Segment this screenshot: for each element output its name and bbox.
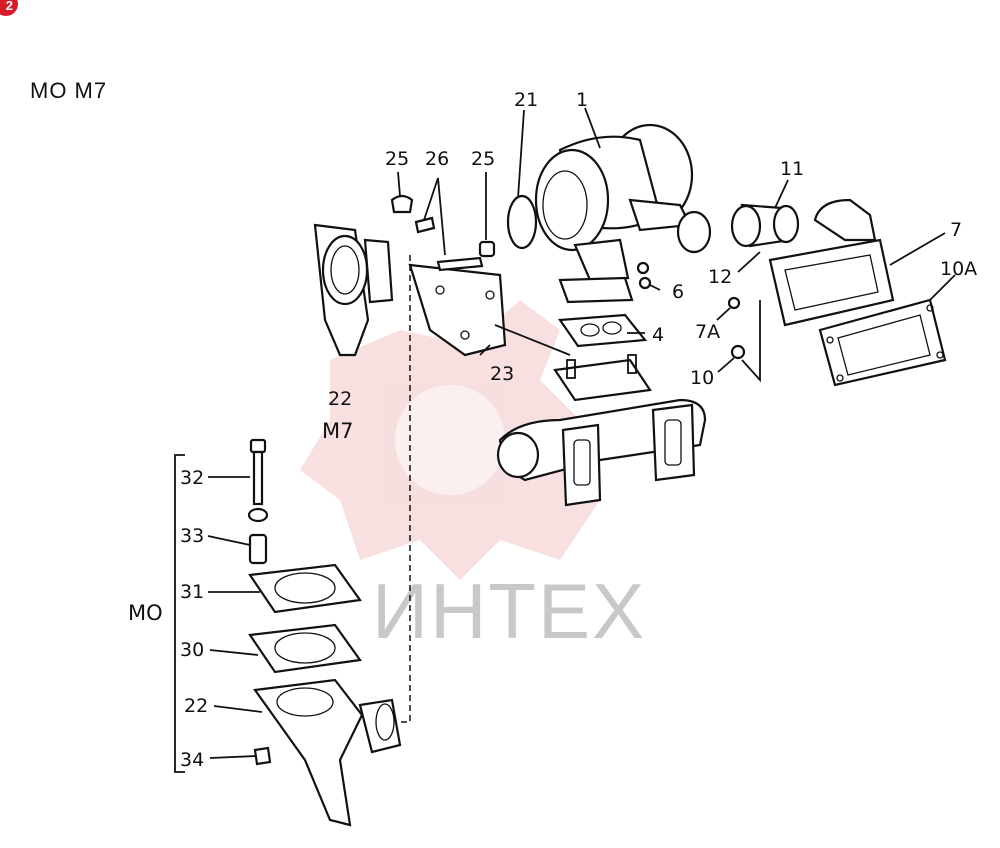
callout-23: 23 (490, 363, 514, 385)
callout-12: 12 (708, 266, 732, 288)
callout-31: 31 (180, 581, 204, 603)
assembly-guide-line (395, 255, 411, 723)
drain-plug-part (253, 746, 272, 766)
bolt-part (636, 261, 650, 275)
callout-11: 11 (780, 158, 804, 180)
callout-10a: 10A (940, 258, 977, 280)
washer-part (247, 507, 269, 523)
callout-6: 6 (672, 281, 684, 303)
callout-33: 33 (180, 525, 204, 547)
callout-30: 30 (180, 639, 204, 661)
flange-gasket-part (558, 313, 648, 348)
engine-model-heading: MO M7 (30, 78, 108, 103)
ring-gasket-part (506, 194, 538, 250)
callout-25-left: 25 (385, 148, 409, 170)
callout-22: 22 (184, 695, 208, 717)
callout-32: 32 (180, 467, 204, 489)
watermark-text: ИНТЕХ (372, 567, 646, 655)
callout-10: 10 (690, 367, 714, 389)
outlet-elbow-m7-part (313, 223, 394, 357)
callout-4: 4 (652, 324, 664, 346)
callout-7: 7 (950, 219, 962, 241)
bolt-part (727, 296, 741, 310)
hose-connector-part (730, 203, 800, 248)
mo-group-bracket (174, 454, 185, 773)
variant-label-m7: M7 (322, 419, 353, 443)
spacer-sleeve-part (248, 533, 268, 565)
callout-21: 21 (514, 89, 538, 111)
watermark-logo (300, 300, 600, 580)
callout-1: 1 (576, 89, 588, 111)
elbow-gasket-part (818, 298, 947, 387)
callout-22-m7: 22 (328, 388, 352, 410)
callout-26: 26 (425, 148, 449, 170)
turbocharger-part (534, 123, 712, 304)
callout-25-right: 25 (471, 148, 495, 170)
adapter-flange-part (248, 563, 362, 614)
nut-part (478, 240, 496, 258)
exhaust-manifold-part (496, 354, 707, 507)
nut-part (390, 194, 414, 214)
exhaust-elbow-part (768, 198, 895, 327)
outlet-elbow-mo-part (253, 678, 402, 827)
page-number-badge: 2 (0, 0, 18, 16)
bolt-part (730, 344, 746, 360)
leader-lines (207, 107, 956, 759)
flange-gasket-bottom-part (248, 623, 362, 674)
callout-7a: 7A (695, 321, 720, 343)
variant-label-mo: MO (128, 601, 163, 625)
stud-part (436, 256, 484, 272)
callout-34: 34 (180, 749, 204, 771)
long-bolt-part (249, 438, 267, 506)
